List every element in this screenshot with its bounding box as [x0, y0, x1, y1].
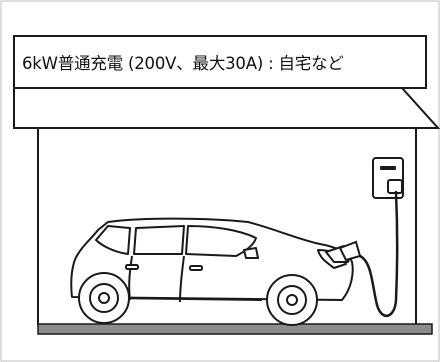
charger-holster	[387, 179, 403, 194]
garage-roof	[13, 87, 440, 129]
car-window-rear-door	[133, 225, 185, 255]
garage-floor	[37, 323, 433, 335]
wall-charger	[372, 157, 404, 199]
car-side-mirror	[243, 247, 259, 259]
car-sill	[109, 297, 263, 301]
sign-board	[13, 35, 427, 89]
car-rear-hub-center	[98, 292, 110, 304]
car-door-handle-front	[189, 265, 203, 271]
car-rear-window	[95, 225, 131, 255]
car-front-hub-center	[286, 294, 298, 306]
charging-cable	[348, 190, 399, 317]
charger-indicator	[380, 166, 396, 170]
car-door-handle-rear	[125, 264, 139, 270]
car-window-front-door	[185, 225, 257, 257]
charging-connector	[338, 240, 362, 262]
charging-spec-caption: 6kW普通充電 (200V、最大30A) : 自宅など	[22, 54, 344, 73]
electric-car	[70, 217, 354, 326]
